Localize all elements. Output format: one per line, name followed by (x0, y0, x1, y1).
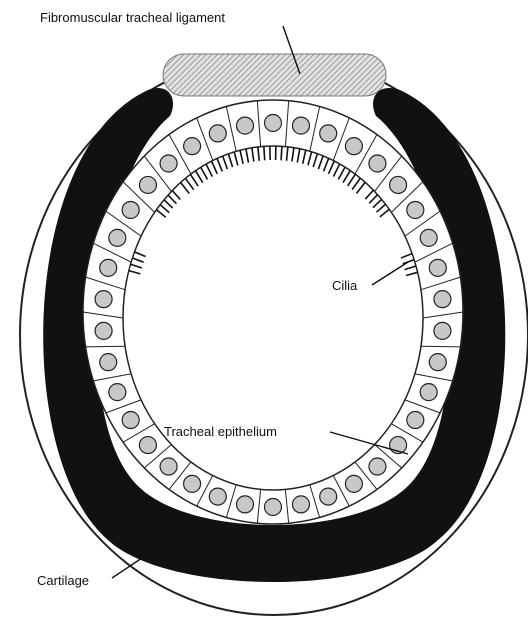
cell-nucleus (345, 475, 362, 492)
cell-nucleus (122, 201, 139, 218)
cell-nucleus (122, 412, 139, 429)
cell-nucleus (95, 291, 112, 308)
cartilage-label: Cartilage (37, 573, 89, 588)
cell-nucleus (139, 176, 156, 193)
cell-nucleus (320, 488, 337, 505)
cell-nucleus (265, 115, 282, 132)
cell-nucleus (184, 475, 201, 492)
cell-nucleus (369, 458, 386, 475)
cell-nucleus (100, 259, 117, 276)
cell-boundary (421, 346, 460, 347)
cell-nucleus (184, 138, 201, 155)
cell-nucleus (292, 117, 309, 134)
cell-nucleus (209, 125, 226, 142)
cilia-label: Cilia (332, 278, 358, 293)
epithelium-label: Tracheal epithelium (164, 424, 277, 439)
cilium (281, 146, 282, 160)
cell-nucleus (139, 437, 156, 454)
cell-nucleus (434, 291, 451, 308)
cell-nucleus (160, 458, 177, 475)
cell-nucleus (407, 412, 424, 429)
cell-nucleus (237, 117, 254, 134)
cell-nucleus (209, 488, 226, 505)
cell-nucleus (100, 354, 117, 371)
cell-nucleus (429, 354, 446, 371)
cell-nucleus (320, 125, 337, 142)
cell-nucleus (292, 496, 309, 513)
cell-nucleus (434, 322, 451, 339)
cell-nucleus (369, 155, 386, 172)
cell-nucleus (160, 155, 177, 172)
cilium (264, 146, 265, 160)
cell-nucleus (390, 176, 407, 193)
ligament-label: Fibromuscular tracheal ligament (40, 10, 225, 25)
cell-boundary (86, 346, 125, 347)
cell-nucleus (109, 384, 126, 401)
cell-nucleus (345, 138, 362, 155)
cell-nucleus (109, 229, 126, 246)
cell-nucleus (265, 499, 282, 516)
cell-nucleus (237, 496, 254, 513)
cell-nucleus (407, 201, 424, 218)
fibromuscular-ligament (163, 54, 386, 96)
cell-nucleus (420, 229, 437, 246)
cell-nucleus (95, 322, 112, 339)
cell-nucleus (420, 384, 437, 401)
cell-nucleus (429, 259, 446, 276)
